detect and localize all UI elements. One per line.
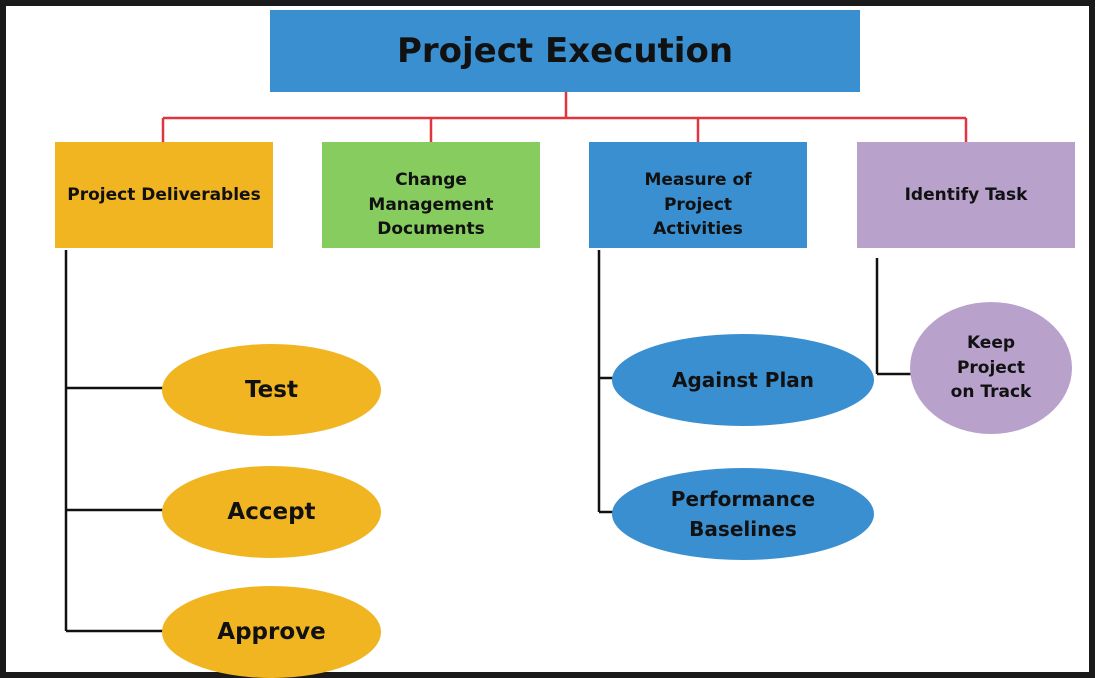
oval-label: Performance Baselines	[670, 487, 816, 541]
oval-test[interactable]: Test	[162, 344, 381, 436]
category-measure-of-project-activities[interactable]: Measure of Project Activities	[589, 142, 807, 248]
category-label: Change Management Documents	[368, 170, 494, 240]
oval-label: Against Plan	[671, 368, 815, 392]
category-change-management-documents[interactable]: Change Management Documents	[322, 142, 540, 248]
oval-approve[interactable]: Approve	[162, 586, 381, 678]
root-node-project-execution[interactable]: Project Execution	[270, 10, 860, 92]
root-label: Project Execution	[396, 31, 734, 71]
root-connectors	[161, 92, 968, 142]
oval-label: Approve	[217, 619, 326, 645]
oval-label: Test	[245, 377, 298, 403]
oval-keep-project-on-track[interactable]: Keep Project on Track	[910, 302, 1072, 434]
category-project-deliverables[interactable]: Project Deliverables	[55, 142, 273, 248]
oval-against-plan[interactable]: Against Plan	[612, 334, 874, 426]
category-identify-task[interactable]: Identify Task	[857, 142, 1075, 248]
category-label: Project Deliverables	[67, 184, 261, 205]
oval-label: Keep Project on Track	[950, 333, 1032, 403]
branch-connectors	[64, 250, 914, 633]
category-label: Identify Task	[904, 184, 1028, 205]
oval-performance-baselines[interactable]: Performance Baselines	[612, 468, 874, 560]
oval-label: Accept	[227, 499, 316, 525]
category-label: Measure of Project Activities	[644, 170, 752, 240]
oval-accept[interactable]: Accept	[162, 466, 381, 558]
